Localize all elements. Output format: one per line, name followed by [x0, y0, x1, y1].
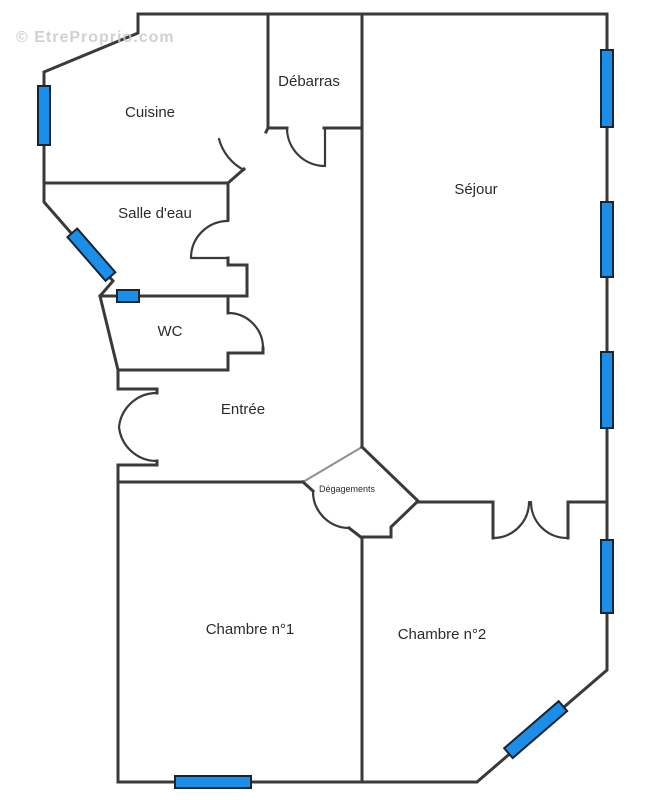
room-label-chambre-2: Chambre n°2	[398, 626, 487, 643]
room-label-degagements: Dégagements	[319, 484, 376, 494]
window-marker	[600, 351, 614, 429]
window-marker	[600, 201, 614, 278]
window-marker	[502, 699, 569, 760]
partition-light-wall	[302, 446, 363, 483]
window-marker	[174, 775, 252, 789]
window-marker	[116, 289, 140, 303]
windows-group	[37, 49, 614, 789]
walls	[42, 12, 609, 784]
room-label-entree: Entrée	[221, 401, 265, 418]
room-label-salle-deau: Salle d'eau	[118, 205, 192, 222]
room-label-chambre-1: Chambre n°1	[206, 621, 295, 638]
room-label-wc: WC	[158, 323, 183, 340]
window-marker	[66, 227, 117, 283]
room-label-debarras: Débarras	[278, 73, 340, 90]
window-marker	[600, 49, 614, 128]
room-label-cuisine: Cuisine	[125, 104, 175, 121]
door-arcs	[117, 126, 570, 540]
watermark-text: © EtreProprio.com	[16, 29, 175, 46]
room-label-sejour: Séjour	[454, 181, 497, 198]
window-marker	[600, 539, 614, 614]
window-marker	[37, 85, 51, 146]
